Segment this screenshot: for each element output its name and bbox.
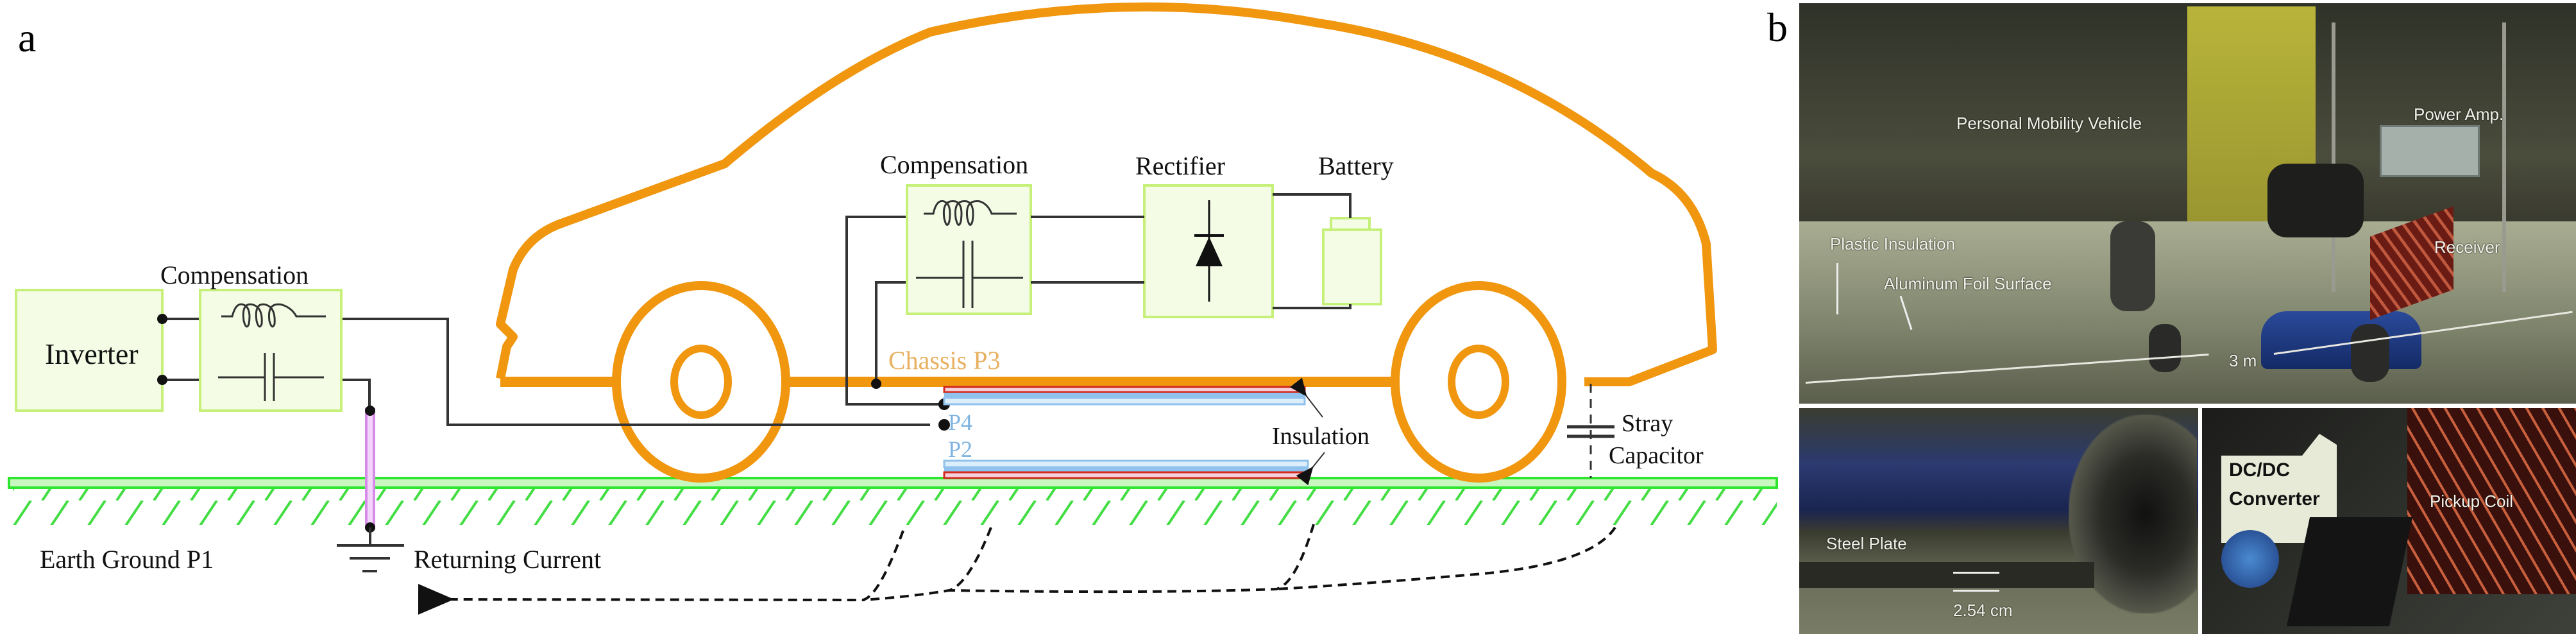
- inductor-icon: [221, 303, 326, 328]
- converter-label: Converter: [2229, 488, 2320, 510]
- gap-marker-bottom: [1953, 590, 1999, 592]
- ground-rod: [365, 408, 375, 529]
- lower-plate-p2: [943, 459, 1309, 479]
- p2-label: P2: [948, 436, 972, 462]
- inductor-icon: [924, 200, 1017, 226]
- front-wheel: [612, 281, 790, 483]
- vehicle-label: Personal Mobility Vehicle: [1956, 114, 2142, 133]
- returning-current-label: Returning Current: [414, 545, 601, 574]
- length-label: 3 m: [2229, 351, 2257, 370]
- earth-ground-surface: [8, 477, 1778, 489]
- aluminum-foil-label: Aluminum Foil Surface: [1884, 274, 2052, 293]
- receiver-wires: [845, 193, 1352, 406]
- power-amplifier: [2380, 125, 2480, 177]
- dc-dc-label: DC/DC: [2229, 459, 2290, 481]
- panel-b-photos: Personal Mobility Vehicle Power Amp. Pla…: [1799, 3, 2576, 634]
- steel-plate: [1799, 562, 2094, 588]
- gap-marker-top: [1953, 572, 1999, 574]
- scooter-front-wheel: [2149, 324, 2181, 372]
- scooter-rear-wheel: [2351, 324, 2389, 382]
- panel-a-label: a: [18, 15, 37, 60]
- ground-hatching: [13, 488, 1777, 525]
- inverter-block: [15, 289, 164, 412]
- rectifier-label: Rectifier: [1135, 151, 1225, 180]
- terminal-dot: [938, 419, 950, 431]
- insulation-pointers: [1289, 377, 1325, 486]
- insulation-label: Insulation: [1272, 423, 1369, 450]
- top-photo-test-setup: Personal Mobility Vehicle Power Amp. Pla…: [1799, 3, 2576, 404]
- receiver-compensation-label: Compensation: [880, 150, 1028, 179]
- capacitor-icon: [218, 353, 324, 401]
- terminal-dot: [157, 375, 167, 385]
- terminal-dot: [365, 406, 375, 416]
- pickup-coil-label: Pickup Coil: [2430, 492, 2514, 511]
- steel-plate-label: Steel Plate: [1826, 534, 1907, 553]
- earth-ground-p1-label: Earth Ground P1: [40, 545, 214, 574]
- bottom-left-photo-steel-plate: Steel Plate 2.54 cm: [1799, 408, 2198, 634]
- p4-label: P4: [948, 409, 972, 435]
- equipment-cart: [2332, 22, 2506, 292]
- returning-current-paths: [418, 524, 1616, 615]
- chassis-p3-label: Chassis P3: [888, 346, 1001, 375]
- receiver-label: Receiver: [2434, 237, 2500, 257]
- rear-wheel: [1391, 281, 1566, 483]
- stray-capacitor-icon: [1567, 384, 1614, 478]
- pickup-coil: [2407, 408, 2576, 594]
- battery-label: Battery: [1318, 151, 1394, 180]
- terminal-dot: [157, 314, 167, 324]
- car-body-outline: [496, 2, 1717, 386]
- capacitor-icon: [916, 241, 1023, 308]
- power-amp-label: Power Amp.: [2414, 105, 2504, 124]
- diode-icon: [1194, 200, 1224, 302]
- bottom-right-photo-pickup: DC/DC Converter Pickup Coil: [2202, 408, 2576, 634]
- stray-label: Stray: [1622, 410, 1673, 437]
- inverter-wires: [162, 318, 930, 426]
- transmitter-compensation-label: Compensation: [160, 261, 309, 289]
- panel-b-label: b: [1767, 4, 1788, 50]
- gap-distance-label: 2.54 cm: [1953, 601, 2013, 620]
- scooter-body: [2261, 311, 2421, 369]
- panel-a-schematic: a: [8, 2, 1778, 615]
- blue-component: [2221, 530, 2279, 588]
- pointer-arrow: [1836, 263, 1838, 314]
- scooter-basket: [2110, 221, 2155, 311]
- schematic-canvas: Inverter Compensation Compensation Recti…: [8, 2, 1778, 615]
- plastic-insulation-label: Plastic Insulation: [1830, 234, 1956, 253]
- inverter-label: Inverter: [45, 338, 139, 370]
- scooter-seat: [2267, 164, 2364, 237]
- upper-plate-p4: [943, 386, 1306, 406]
- capacitor-label: Capacitor: [1609, 442, 1704, 469]
- terminal-dot: [871, 379, 881, 389]
- transmitter-compensation-block: [199, 289, 343, 412]
- earth-ground-icon: [337, 527, 404, 572]
- battery-block: [1322, 228, 1382, 305]
